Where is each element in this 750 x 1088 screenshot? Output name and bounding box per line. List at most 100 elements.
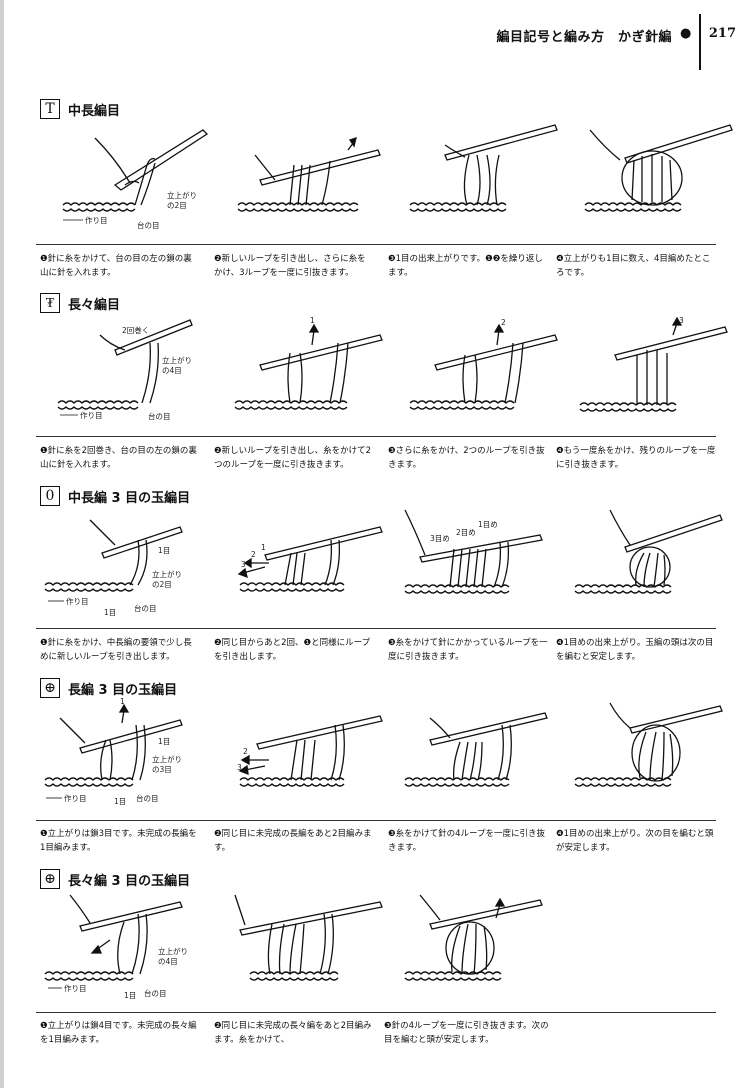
label-foundation: 作り目	[80, 410, 103, 420]
label-tachiagari: 立上がり	[162, 355, 192, 365]
caption-step-2: ❷新しいループを引き出し、糸をかけて2つのループを一度に引き抜きます。	[214, 446, 372, 470]
section-heading: 0 中長編 3 目の玉編目	[40, 485, 190, 507]
label-1: 1	[261, 543, 266, 552]
hdc-puff-symbol-icon: 0	[40, 486, 60, 506]
page-header: 編目記号と編み方 かぎ針編 ● 217	[496, 14, 736, 70]
divider	[36, 244, 716, 245]
label-1st: 1目め	[478, 520, 498, 529]
section-title: 中長編目	[68, 103, 121, 119]
label-2-stitches: の2目	[167, 201, 187, 210]
label-foundation: 作り目	[64, 983, 87, 993]
divider	[36, 628, 716, 629]
label-base-stitch: 台の目	[137, 220, 160, 230]
dc-puff-symbol-icon: ⊕	[40, 678, 60, 698]
label-step-number: 1	[310, 316, 315, 325]
tr-puff-symbol-icon: ⊕	[40, 869, 60, 889]
label-base-stitch: 台の目	[136, 793, 159, 803]
caption-step-1: ❶針に糸を2回巻き、台の目の左の鎖の裏山に針を入れます。	[40, 446, 197, 470]
caption-step-2: ❷同じ目に未完成の長々編をあと2目編みます。糸をかけて、	[214, 1021, 372, 1045]
illustration-step-3: 2	[405, 315, 565, 435]
running-title: 編目記号と編み方 かぎ針編	[496, 30, 673, 45]
illustration-step-1: 立上がり の4目 作り目 1目 台の目	[40, 890, 200, 1010]
divider	[36, 820, 716, 821]
illustration-step-1: 立上がり の2目 作り目 台の目	[55, 120, 215, 240]
label-base-stitch: 台の目	[148, 411, 171, 421]
section-title: 長々編目	[68, 297, 121, 313]
label-2: 2	[251, 550, 256, 559]
divider	[36, 1012, 716, 1013]
label-base-stitch: 台の目	[134, 603, 157, 613]
illustration-step-1: 2回巻く 立上がり の4目 作り目 台の目	[50, 315, 210, 435]
caption-step-1: ❶針に糸をかけ、中長編の要領で少し長めに新しいループを引き出します。	[40, 638, 192, 662]
label-3-stitches: の3目	[152, 765, 172, 774]
illustration-step-3	[400, 890, 560, 1010]
label-3rd: 3目め	[430, 534, 450, 543]
label-base-stitch: 台の目	[144, 988, 167, 998]
label-step-number: 3	[679, 316, 684, 325]
label-3: 3	[237, 763, 242, 772]
illustration-step-3: 3目め 2目め 1目め	[400, 505, 560, 625]
illustration-step-3	[400, 698, 560, 818]
label-4-stitches: の4目	[162, 366, 182, 375]
label-tachiagari: 立上がり	[167, 190, 197, 200]
caption-step-3: ❸さらに糸をかけ、2つのループを引き抜きます。	[388, 446, 545, 470]
illustration-step-2: 1	[230, 315, 390, 435]
illustration-step-4: 3	[575, 315, 735, 435]
caption-step-4: ❹1目めの出来上がり。玉編の頭は次の目を編むと安定します。	[556, 638, 714, 662]
section-heading: T 中長編目	[40, 98, 120, 120]
label-1-stitch-bottom: 1目	[114, 797, 126, 806]
illustration-step-2	[230, 120, 390, 240]
page-edge-shadow	[0, 0, 4, 1088]
section-heading: ₮ 長々編目	[40, 292, 120, 314]
page-number: 217	[708, 26, 736, 41]
section-title: 中長編 3 目の玉編目	[68, 490, 191, 506]
label-1-stitch-bottom: 1目	[104, 608, 116, 617]
illustration-step-3	[405, 120, 565, 240]
illustration-step-2	[230, 890, 390, 1010]
illustration-step-1: 1目 立上がり の2目 作り目 1目 台の目	[40, 505, 200, 625]
caption-step-4: ❹立上がりも1目に数え、4目編めたところです。	[556, 254, 711, 278]
illustration-step-4	[570, 505, 730, 625]
label-3: 3	[241, 560, 246, 569]
treble-crochet-symbol-icon: ₮	[40, 293, 60, 313]
illustration-step-4	[570, 698, 730, 818]
caption-step-4: ❹もう一度糸をかけ、残りのループを一度に引き抜きます。	[556, 446, 716, 470]
label-wrap-twice: 2回巻く	[122, 325, 149, 335]
illustration-step-4	[580, 120, 740, 240]
label-2: 2	[243, 747, 248, 756]
caption-step-2: ❷同じ目に未完成の長編をあと2目編みます。	[214, 829, 372, 853]
section-heading: ⊕ 長々編 3 目の玉編目	[40, 868, 190, 890]
illustration-step-1: 1 1目 立上がり の3目 作り目 1目 台の目	[40, 698, 200, 818]
label-foundation: 作り目	[66, 596, 89, 606]
caption-step-4: ❹1目めの出来上がり。次の目を編むと頭が安定します。	[556, 829, 714, 853]
header-separator	[699, 14, 701, 70]
caption-step-3: ❸1目の出来上がりです。❶❷を繰り返します。	[388, 254, 543, 278]
label-foundation: 作り目	[85, 215, 108, 225]
caption-step-1: ❶立上がりは鎖3目です。未完成の長編を1目編みます。	[40, 829, 197, 853]
caption-step-1: ❶立上がりは鎖4目です。未完成の長々編を1目編みます。	[40, 1021, 197, 1045]
label-4-stitches: の4目	[158, 957, 178, 966]
section-title: 長々編 3 目の玉編目	[68, 873, 191, 889]
caption-step-3: ❸針の4ループを一度に引き抜きます。次の目を編むと頭が安定します。	[384, 1021, 549, 1045]
label-tachiagari: 立上がり	[158, 946, 188, 956]
label-1-stitch-bottom: 1目	[124, 991, 136, 1000]
label-2nd: 2目め	[456, 528, 476, 537]
label-1-stitch: 1目	[158, 546, 170, 555]
divider	[36, 436, 716, 437]
bullet-icon: ●	[680, 26, 692, 41]
section-heading: ⊕ 長編 3 目の玉編目	[40, 677, 177, 699]
label-2-stitches: の2目	[152, 580, 172, 589]
label-1-stitch: 1目	[158, 737, 170, 746]
caption-step-1: ❶針に糸をかけて、台の目の左の鎖の裏山に針を入れます。	[40, 254, 192, 278]
half-double-crochet-symbol-icon: T	[40, 99, 60, 119]
label-tachiagari: 立上がり	[152, 569, 182, 579]
label-step-number: 2	[501, 318, 506, 327]
caption-step-3: ❸糸をかけて針の4ループを一度に引き抜きます。	[388, 829, 546, 853]
label-foundation: 作り目	[64, 793, 87, 803]
caption-step-2: ❷新しいループを引き出し、さらに糸をかけ、3ループを一度に引抜きます。	[214, 254, 366, 278]
illustration-step-2: 2 3	[235, 698, 395, 818]
label-1: 1	[120, 698, 125, 706]
illustration-step-2: 3 2 1	[235, 505, 395, 625]
caption-step-2: ❷同じ目からあと2回、❶と同様にループを引き出します。	[214, 638, 371, 662]
